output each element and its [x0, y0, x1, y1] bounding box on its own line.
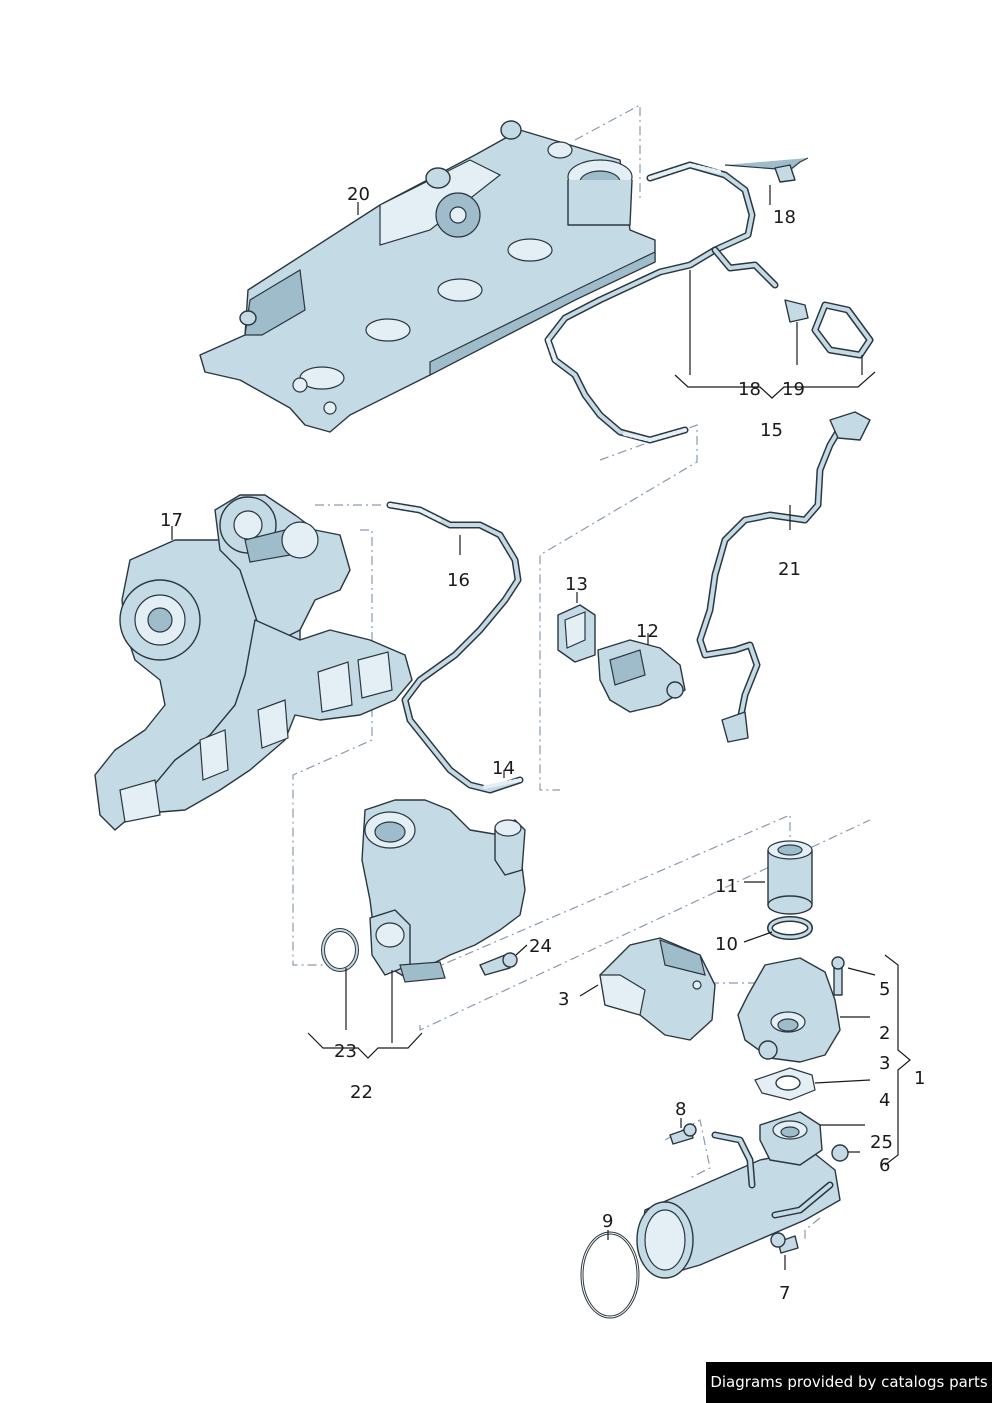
label-22: 22 — [350, 1082, 373, 1103]
turbocharger — [94, 494, 413, 831]
seal-ring-23 — [321, 928, 359, 972]
egr-valve-housing — [361, 799, 526, 983]
label-12: 12 — [636, 621, 659, 642]
label-3-valve: 3 — [879, 1053, 890, 1074]
bolt-24 — [479, 952, 518, 976]
label-18-bracket: 18 — [738, 379, 761, 400]
heat-shield-3 — [599, 937, 716, 1041]
bolt-5 — [831, 956, 845, 996]
bracket-13 — [557, 604, 596, 663]
label-9: 9 — [602, 1211, 613, 1232]
label-17: 17 — [160, 510, 183, 531]
callout-labels: 20 18 18 19 15 17 16 21 13 12 14 11 10 2… — [160, 184, 925, 1304]
bolt-7 — [770, 1232, 799, 1254]
label-10: 10 — [715, 934, 738, 955]
label-21: 21 — [778, 559, 801, 580]
watermark-banner: Diagrams provided by catalogs parts — [706, 1362, 992, 1403]
connecting-pipe-11 — [767, 840, 813, 915]
label-3-shield: 3 — [558, 989, 569, 1010]
label-11: 11 — [715, 876, 738, 897]
label-14: 14 — [492, 758, 515, 779]
label-20: 20 — [347, 184, 370, 205]
label-24: 24 — [529, 936, 552, 957]
egr-valve-2 — [737, 957, 841, 1063]
label-7: 7 — [779, 1283, 790, 1304]
label-4: 4 — [879, 1090, 890, 1111]
egr-cooler — [636, 1111, 841, 1279]
pressure-converter-12 — [597, 639, 686, 713]
seal-ring-9 — [580, 1231, 640, 1319]
bolt-8 — [669, 1123, 697, 1145]
nut-6 — [831, 1144, 849, 1162]
pipe-21 — [696, 411, 871, 743]
label-16: 16 — [447, 570, 470, 591]
gasket-4 — [754, 1067, 816, 1101]
label-8: 8 — [675, 1099, 686, 1120]
breather-hose-assembly — [544, 157, 874, 444]
clamp-10 — [767, 916, 813, 940]
line-16 — [386, 501, 524, 794]
label-5: 5 — [879, 979, 890, 1000]
label-1: 1 — [914, 1068, 925, 1089]
leader-lines — [171, 185, 911, 1270]
cylinder-head-cover — [199, 120, 656, 433]
label-18-top: 18 — [773, 207, 796, 228]
label-2: 2 — [879, 1023, 890, 1044]
label-23: 23 — [334, 1041, 357, 1062]
label-25: 25 — [870, 1132, 893, 1153]
label-13: 13 — [565, 574, 588, 595]
label-6: 6 — [879, 1155, 890, 1176]
label-19: 19 — [782, 379, 805, 400]
label-15: 15 — [760, 420, 783, 441]
